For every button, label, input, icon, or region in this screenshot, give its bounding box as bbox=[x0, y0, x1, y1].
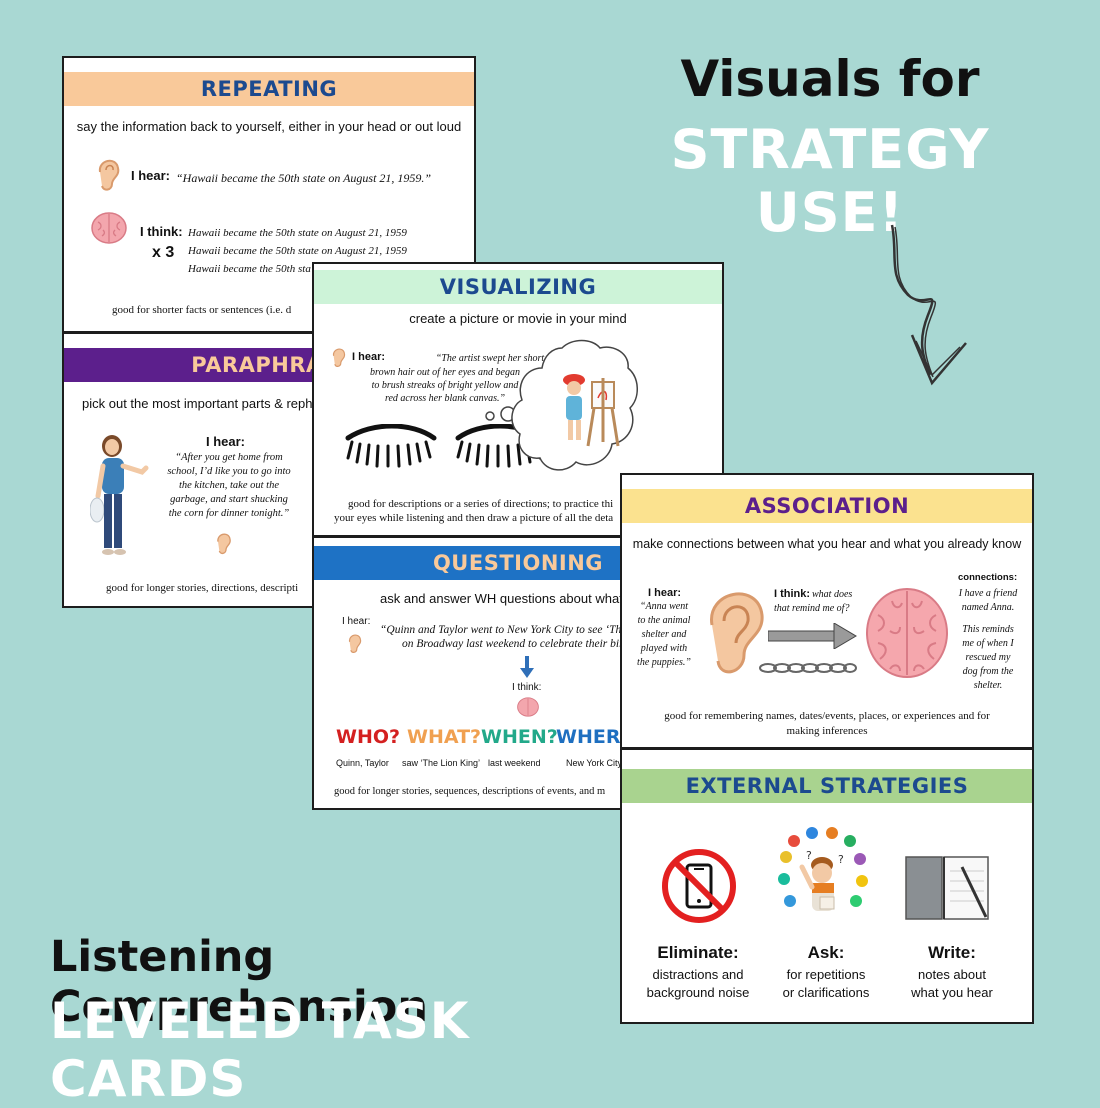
footer-title-line2: LEVELED TASK CARDS bbox=[50, 992, 470, 1108]
association-think-line2: that remind me of? bbox=[774, 603, 850, 614]
large-brain-icon bbox=[866, 588, 948, 678]
assoc-hear-5: the puppies.” bbox=[637, 657, 691, 668]
repeating-good-for: good for shorter facts or sentences (i.e… bbox=[112, 304, 292, 316]
external-ask-line2: or clarifications bbox=[782, 985, 870, 1000]
brain-icon bbox=[91, 212, 127, 244]
connections-label: connections: bbox=[958, 572, 1018, 583]
paraphrasing-quote-3: the kitchen, take out the bbox=[178, 480, 279, 491]
wh-where-label: WHERE bbox=[556, 726, 634, 748]
ear-icon-3 bbox=[348, 634, 362, 653]
hero-title-line2: STRATEGY USE! bbox=[670, 118, 990, 244]
association-think-tail: what does bbox=[812, 589, 853, 600]
footer-title-line1: Listening Comprehension bbox=[50, 932, 428, 1032]
ear-icon-2 bbox=[332, 348, 346, 367]
down-arrow-icon bbox=[520, 656, 534, 678]
questioning-desc: ask and answer WH questions about what y… bbox=[380, 591, 641, 606]
paraphrasing-quote-2: school, I’d like you to go into bbox=[167, 466, 291, 477]
visualizing-quote-3: to brush streaks of bright yellow and bbox=[371, 380, 519, 391]
association-i-think: I think: bbox=[774, 588, 811, 600]
questioning-good-for: good for longer stories, sequences, desc… bbox=[334, 786, 606, 797]
thought-cloud-painter-icon bbox=[485, 339, 638, 471]
no-phone-icon bbox=[662, 849, 736, 923]
card-association-external: ASSOCIATION make connections between wha… bbox=[620, 473, 1034, 1024]
wh-when-answer: last weekend bbox=[488, 758, 541, 768]
card1-divider bbox=[64, 331, 474, 334]
boy-question-icon: ? ? bbox=[778, 827, 868, 911]
woman-figure-icon bbox=[90, 435, 149, 555]
conn2-line1: This reminds bbox=[962, 624, 1014, 635]
conn1-line1: I have a friend bbox=[958, 588, 1018, 599]
questioning-i-think: I think: bbox=[512, 682, 542, 693]
chain-icon bbox=[759, 663, 857, 673]
external-title: EXTERNAL STRATEGIES bbox=[622, 769, 1032, 803]
repeating-think-line-3: Hawaii became the 50th sta bbox=[188, 263, 311, 275]
association-desc: make connections between what you hear a… bbox=[632, 537, 1022, 551]
repeating-title: REPEATING bbox=[64, 72, 474, 106]
wh-where-answer: New York City bbox=[566, 758, 623, 768]
questioning-i-hear: I hear: bbox=[342, 616, 371, 627]
repeating-think-line-1: Hawaii became the 50th state on August 2… bbox=[188, 227, 407, 239]
card3-divider bbox=[622, 747, 1032, 750]
repeating-hear-quote: “Hawaii became the 50th state on August … bbox=[176, 171, 432, 185]
large-ear-icon bbox=[710, 592, 764, 674]
visualizing-i-hear: I hear: bbox=[352, 351, 386, 363]
assoc-hear-2: to the animal bbox=[637, 615, 691, 626]
association-i-hear: I hear: bbox=[648, 587, 682, 599]
external-write-line1: notes about bbox=[918, 967, 986, 982]
conn2-line5: shelter. bbox=[973, 680, 1003, 691]
wh-when-label: WHEN? bbox=[481, 726, 558, 748]
visualizing-good-for-1: good for descriptions or a series of dir… bbox=[348, 498, 614, 510]
conn2-line3: rescued my bbox=[965, 652, 1011, 663]
conn2-line2: me of when I bbox=[962, 638, 1014, 649]
wh-who-answer: Quinn, Taylor bbox=[336, 758, 389, 768]
conn1-line2: named Anna. bbox=[961, 602, 1015, 613]
card2-divider bbox=[314, 535, 722, 538]
external-eliminate-title: Eliminate: bbox=[657, 943, 739, 962]
repeating-i-hear: I hear: bbox=[131, 168, 171, 183]
external-eliminate-line1: distractions and bbox=[652, 967, 744, 982]
right-arrow-icon bbox=[768, 623, 857, 649]
visualizing-good-for-2: your eyes while listening and then draw … bbox=[334, 512, 614, 524]
brain-small-icon bbox=[517, 697, 539, 717]
hero-title-line1: Visuals for bbox=[680, 50, 980, 108]
assoc-hear-1: “Anna went bbox=[639, 601, 689, 612]
wh-what-answer: saw ‘The Lion King’ bbox=[402, 758, 481, 768]
external-write-line2: what you hear bbox=[911, 985, 993, 1000]
ear-icon bbox=[98, 159, 120, 191]
visualizing-title: VISUALIZING bbox=[314, 270, 722, 304]
external-write-title: Write: bbox=[928, 943, 976, 962]
repeating-times: x 3 bbox=[152, 244, 175, 261]
repeating-desc: say the information back to yourself, ei… bbox=[76, 119, 462, 134]
notebook-pen-icon bbox=[905, 856, 989, 920]
svg-text:?: ? bbox=[806, 849, 812, 862]
paraphrasing-quote-5: the corn for dinner tonight.” bbox=[168, 508, 290, 519]
visualizing-quote-2: brown hair out of her eyes and began bbox=[370, 367, 520, 378]
repeating-i-think: I think: bbox=[140, 224, 183, 239]
external-ask-line1: for repetitions bbox=[786, 967, 866, 982]
assoc-hear-3: shelter and bbox=[641, 629, 687, 640]
association-good-for-1: good for remembering names, dates/events… bbox=[664, 710, 990, 722]
repeating-think-line-2: Hawaii became the 50th state on August 2… bbox=[188, 245, 407, 257]
paraphrasing-i-hear: I hear: bbox=[206, 434, 246, 449]
association-title: ASSOCIATION bbox=[622, 489, 1032, 523]
paraphrasing-quote-1: “After you get home from bbox=[175, 452, 283, 463]
wh-who-label: WHO? bbox=[336, 726, 401, 748]
visualizing-quote-1: “The artist swept her short bbox=[435, 353, 545, 364]
wh-what-label: WHAT? bbox=[407, 726, 482, 748]
paraphrasing-good-for: good for longer stories, directions, des… bbox=[106, 582, 299, 594]
visualizing-quote-4: red across her blank canvas.” bbox=[384, 393, 506, 404]
squiggle-arrow-icon bbox=[890, 224, 967, 386]
questioning-quote-2: on Broadway last weekend to celebrate th… bbox=[402, 638, 624, 650]
ear-small-icon bbox=[217, 533, 231, 555]
paraphrasing-desc: pick out the most important parts & reph… bbox=[82, 396, 325, 411]
external-eliminate-line2: background noise bbox=[646, 985, 750, 1000]
paraphrasing-quote-4: garbage, and start shucking bbox=[170, 494, 288, 505]
conn2-line4: dog from the bbox=[962, 666, 1014, 677]
svg-text:?: ? bbox=[838, 853, 844, 866]
questioning-quote-1: “Quinn and Taylor went to New York City … bbox=[380, 624, 622, 636]
external-ask-title: Ask: bbox=[807, 943, 845, 962]
visualizing-desc: create a picture or movie in your mind bbox=[409, 311, 627, 326]
assoc-hear-4: played with bbox=[640, 643, 688, 654]
association-good-for-2: making inferences bbox=[786, 725, 868, 737]
